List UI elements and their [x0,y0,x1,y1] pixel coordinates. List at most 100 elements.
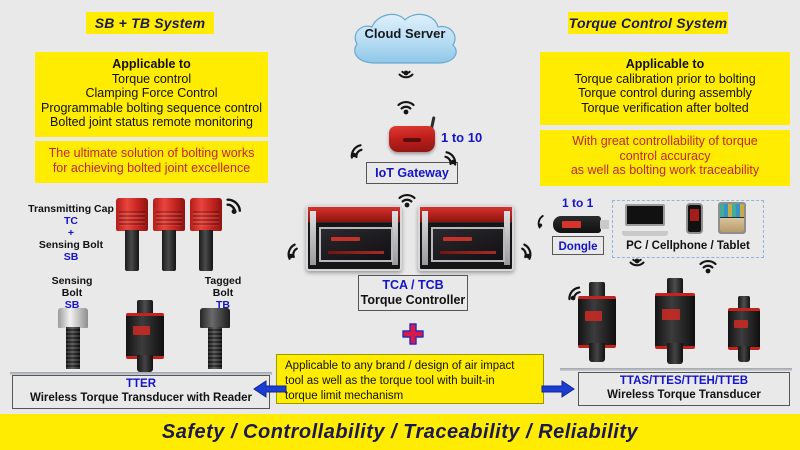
bolt-head [58,308,88,329]
wifi-glyph [287,243,298,260]
wifi-glyph [226,198,242,215]
wifi-glyph [537,215,544,229]
cloud-shape [354,13,457,64]
left-panel-item-2: Programmable bolting sequence control [41,100,262,115]
plus-sign-label: + [67,227,75,240]
left-panel-header: Applicable to [112,57,191,71]
ttas-code: TTAS/TTES/TTEH/TTEB [619,375,749,387]
devices-label: PC / Cellphone / Tablet [626,240,750,252]
controller-screen [319,226,393,262]
controller-side-rail [504,210,510,266]
torque-controller-code: TCA / TCB [382,278,444,292]
bottom-banner: Safety / Controllability / Traceability … [0,414,800,450]
wifi-icon-gateway-right [440,150,460,168]
wifi-dot [538,223,543,227]
plus-icon [402,323,424,345]
cap-shaft [161,229,177,272]
dongle-label: Dongle [558,241,598,253]
transmitting-cap-assembly [153,198,185,272]
cap-shaft [124,229,140,272]
usb-connector [600,220,609,229]
bolt-head [200,308,230,329]
wifi-glyph [629,258,645,267]
ttas-caption-box: TTAS/TTES/TTEH/TTEB Wireless Torque Tran… [578,372,790,406]
transducer-drive [589,282,605,300]
wifi-glyph [521,243,532,260]
devices-group-box [612,200,764,258]
controller-side-rail [392,210,398,266]
wifi-icon-transducer-a [565,285,585,303]
cap-shaft [198,229,214,272]
tagged-bolt-line2: Bolt [212,287,234,300]
center-note-line-1: tool as well as the torque tool with bui… [285,374,495,387]
bolt-shaft [208,327,222,370]
wifi-dot [404,202,410,208]
wifi-icon-gateway-left [347,143,367,161]
right-tagline-line-0: With great controllability of torque [572,134,758,148]
center-note-line-2: torque limit mechanism [285,389,404,402]
left-panel-item-3: Bolted joint status remote monitoring [50,115,253,129]
torque-controller-name: Torque Controller [360,293,466,307]
ttes-transducer-product [655,278,695,364]
tter-transducer-product [126,300,164,372]
wifi-icon-dongle [534,214,550,230]
arrow-right [540,378,576,400]
bolt-shaft [66,327,80,370]
wifi-dot [288,253,294,259]
transducer-body [655,293,695,349]
wifi-icon-cloud-down [396,70,416,88]
transducer-body [126,312,164,360]
wifi-dot [705,268,711,274]
wifi-glyph [444,151,457,166]
tagged-bolt-product [200,308,230,370]
transducer-square-drive [589,342,605,362]
arrow-left [252,378,288,400]
wifi-dot [231,208,237,215]
right-panel-item-0: Torque calibration prior to bolting [574,71,756,86]
left-panel-item-0: Torque control [111,71,192,86]
ttas-transducer-product [578,282,616,362]
wifi-dot [525,253,531,259]
right-system-title: Torque Control System [568,12,728,34]
transducer-drive [137,300,153,316]
banner-text: Safety / Controllability / Traceability … [161,420,639,443]
controller-side-rail [310,210,316,266]
right-tagline-panel: With great controllability of torque con… [540,130,790,186]
transducer-drive [667,278,683,297]
transducer-square-drive [667,343,683,364]
tter-caption-box: TTER Wireless Torque Transducer with Rea… [12,375,270,409]
wifi-glyph [699,259,717,274]
tter-code: TTER [125,378,157,390]
wifi-dot [450,159,456,165]
tablet-icon [718,202,746,234]
ttas-name: Wireless Torque Transducer [607,388,761,401]
sensing-bolt-2-line2: Bolt [61,287,83,300]
wifi-icon-controller-left [283,243,303,261]
torque-controller-b [418,205,514,271]
controller-top-panel [308,207,400,224]
left-system-title: SB + TB System [86,12,214,34]
transducer-body [578,296,616,348]
sensing-bolt-code: SB [63,251,79,264]
iot-gateway-label: IoT Gateway [375,166,449,180]
transducer-square-drive [137,354,153,372]
wifi-dot [634,258,640,264]
right-shelf-line [560,368,792,371]
wifi-dot [570,295,576,301]
transmitting-cap-label-group: Transmitting Cap TC + Sensing Bolt SB [16,203,126,263]
sensing-bolt-2-line1: Sensing [51,275,93,287]
wifi-glyph [398,70,414,79]
right-panel-item-2: Torque verification after bolted [581,100,749,115]
right-tagline-line-1: control accuracy [619,148,711,163]
wifi-icon-left-products [222,196,244,216]
left-tagline-panel: The ultimate solution of bolting works f… [35,141,268,183]
transmitting-cap-assembly [190,198,222,272]
sensing-bolt-2-label-group: Sensing Bolt SB [32,275,112,311]
wifi-icon-transducer-b [627,258,647,276]
tagged-bolt-label-group: Tagged Bolt TB [185,275,261,311]
arrow-left-icon [253,380,287,398]
wifi-icon-transducer-c [698,256,718,274]
wifi-dot [351,152,357,158]
torque-controller-a [306,205,402,271]
